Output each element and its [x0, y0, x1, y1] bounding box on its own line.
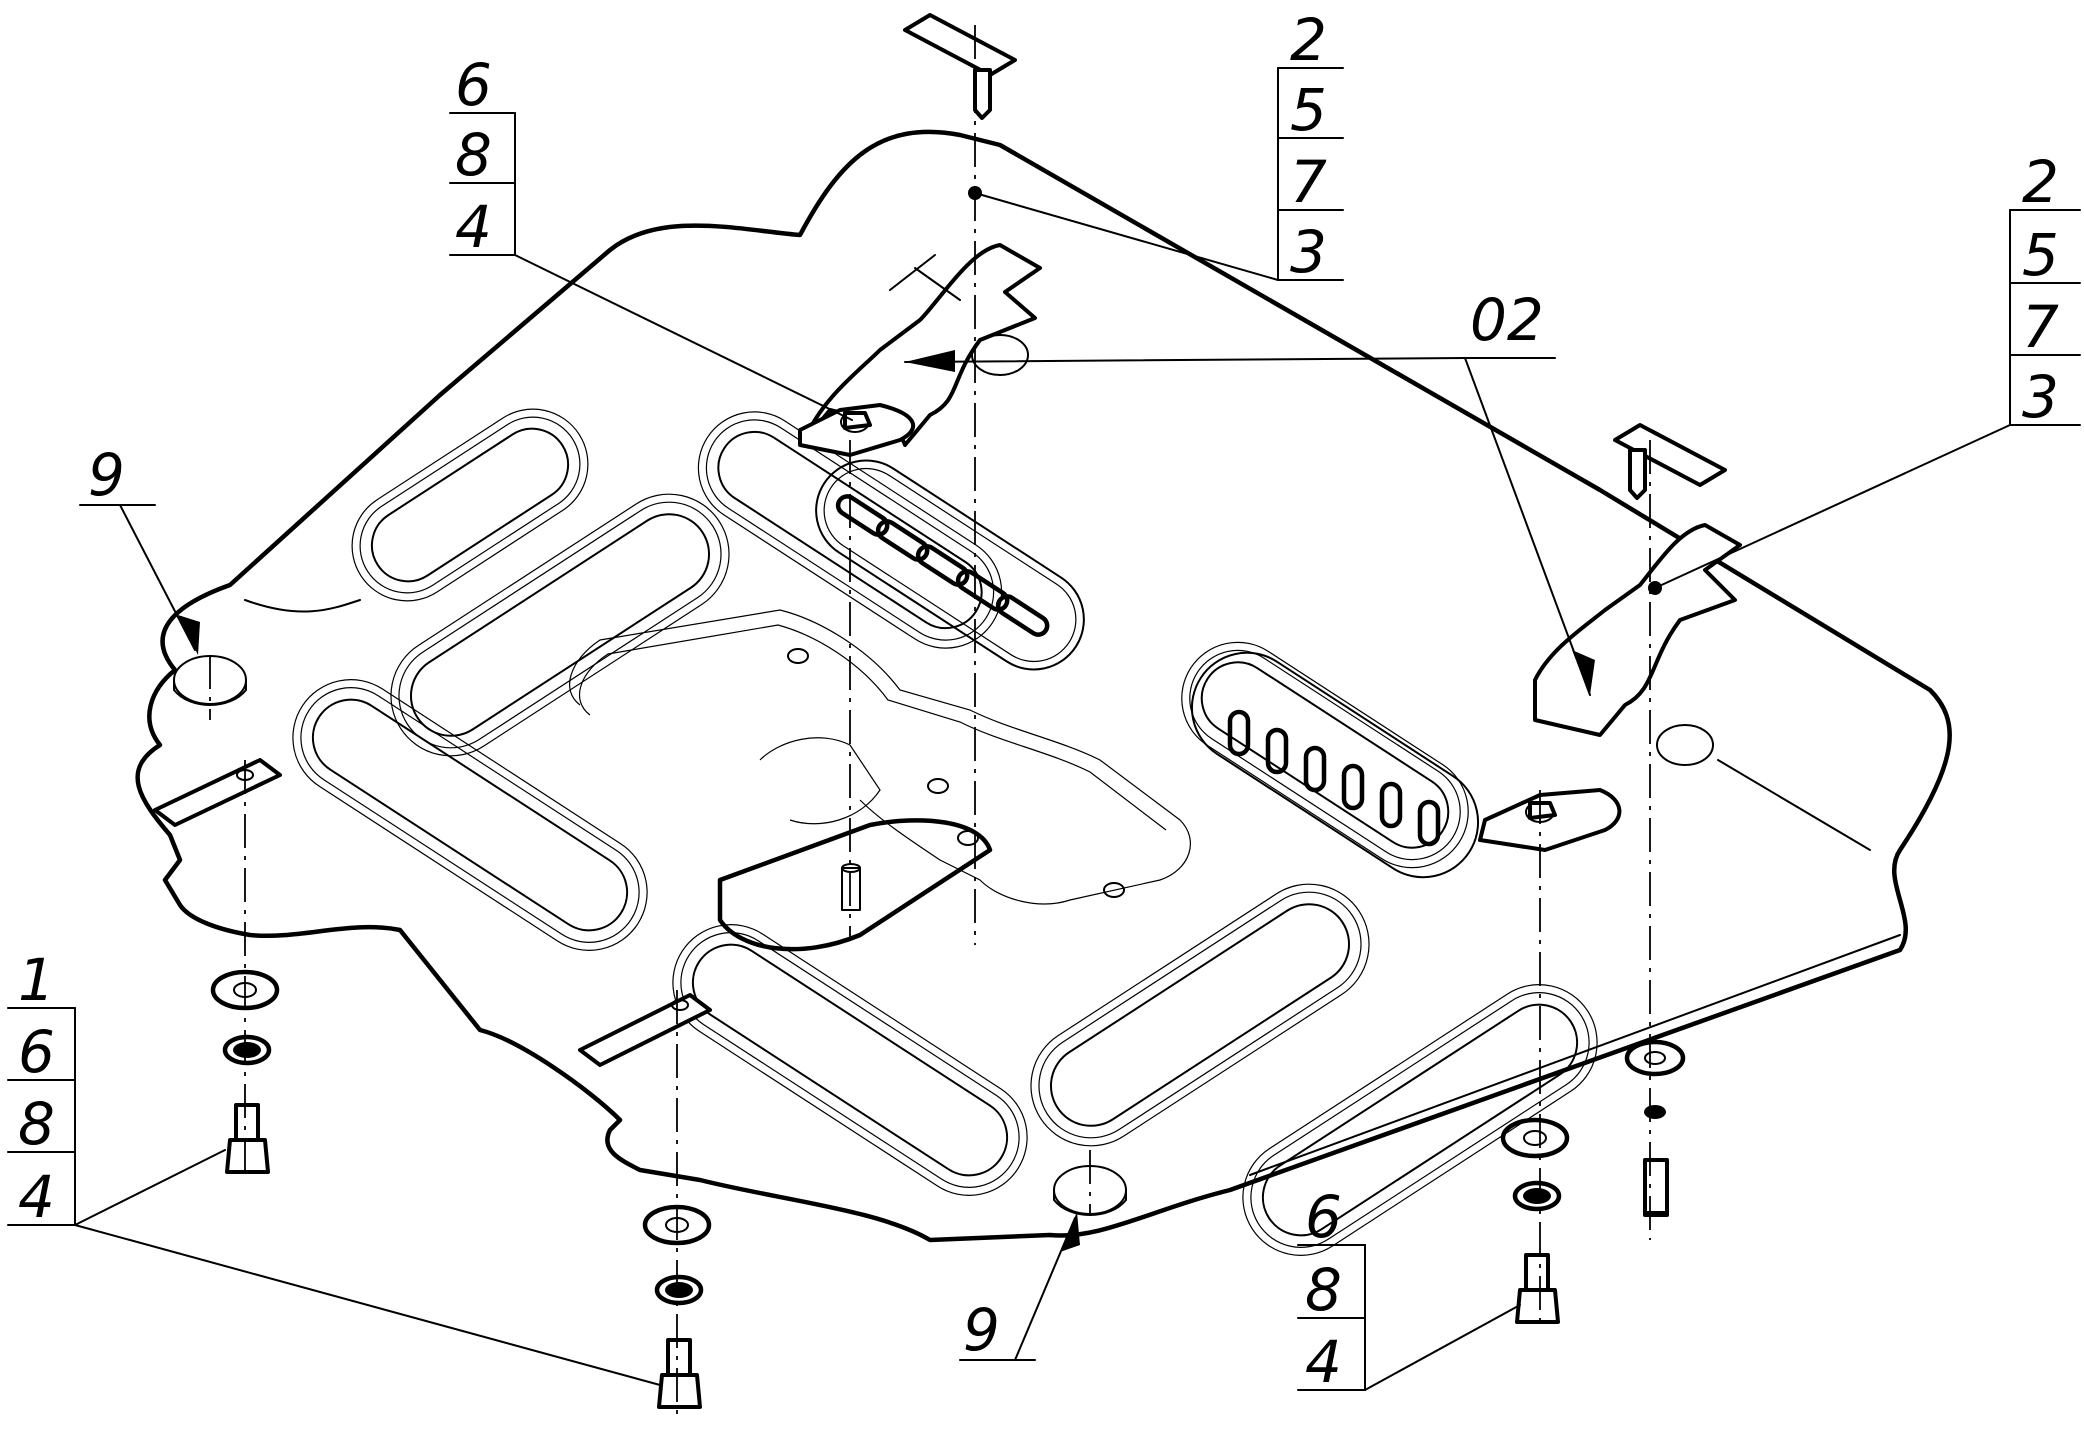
callout-bracket: 02 — [904, 286, 1595, 696]
callout-top-right-item-1: 5 — [2022, 221, 2059, 289]
clip-top-center — [903, 13, 1017, 120]
callout-bottom-right-item-0: 6 — [1305, 1183, 1342, 1251]
callout-top-center-item-1: 5 — [1290, 76, 1327, 144]
plate-front-rim — [244, 599, 1901, 1176]
callout-plug-bottom: 9 — [959, 1212, 1080, 1364]
vent-slots-right — [1190, 651, 1480, 879]
clip-point-top-right — [1648, 581, 1662, 595]
callout-bottom-left-item-2: 8 — [18, 1090, 55, 1158]
callout-plug-bottom-label: 9 — [963, 1296, 1000, 1364]
callout-plug-left: 9 — [79, 441, 200, 655]
bracket-left — [798, 243, 1042, 457]
skid-plate-outline — [135, 129, 1952, 1243]
callout-bottom-right-item-2: 4 — [1305, 1328, 1342, 1396]
clip-bottom — [578, 993, 712, 1067]
callout-bottom-right-item-1: 8 — [1305, 1256, 1342, 1324]
callout-top-center-item-2: 7 — [1290, 148, 1327, 216]
clip-top-right — [1613, 423, 1727, 500]
callout-bottom-left: 1 6 8 4 — [7, 946, 661, 1386]
bracket-hole-left — [971, 334, 1029, 376]
vent-slots-upper — [815, 459, 1085, 671]
bracket-hole-right — [1656, 724, 1714, 766]
fastener-stack-far-right — [1624, 1039, 1686, 1217]
fastener-stack-left — [210, 969, 280, 1174]
callout-top-left-item-1: 8 — [455, 121, 492, 189]
edge-leader — [1717, 759, 1871, 851]
callout-bottom-right: 6 8 4 — [1297, 1183, 1521, 1396]
fastener-stack-right — [1500, 1117, 1570, 1324]
callout-top-center: 2 5 7 3 — [968, 6, 1344, 286]
callout-top-center-item-3: 3 — [1290, 218, 1327, 286]
callout-bottom-left-item-1: 6 — [18, 1018, 55, 1086]
drain-pocket — [717, 818, 993, 952]
callout-bottom-left-item-3: 4 — [18, 1163, 55, 1231]
callout-top-left-item-2: 4 — [455, 193, 492, 261]
callout-plug-left-label: 9 — [88, 441, 125, 509]
callout-top-right: 2 5 7 3 — [1648, 148, 2081, 595]
clip-point-top-center — [968, 186, 982, 200]
callout-top-left-item-0: 6 — [455, 51, 492, 119]
callout-bracket-label: 02 — [1470, 286, 1544, 354]
stiffening-ribs — [292, 408, 1598, 1256]
clip-left — [153, 758, 282, 827]
callout-top-right-item-2: 7 — [2022, 293, 2059, 361]
callout-top-right-item-3: 3 — [2022, 363, 2059, 431]
callout-top-center-item-0: 2 — [1290, 6, 1327, 74]
axis-lines — [209, 25, 1651, 1420]
mounting-holes — [787, 648, 1125, 898]
callout-top-left: 6 8 4 — [449, 51, 853, 421]
center-stud — [841, 863, 861, 911]
bracket-right — [1478, 523, 1742, 852]
callout-top-right-item-0: 2 — [2022, 148, 2059, 216]
callout-bottom-left-item-0: 1 — [18, 946, 55, 1014]
